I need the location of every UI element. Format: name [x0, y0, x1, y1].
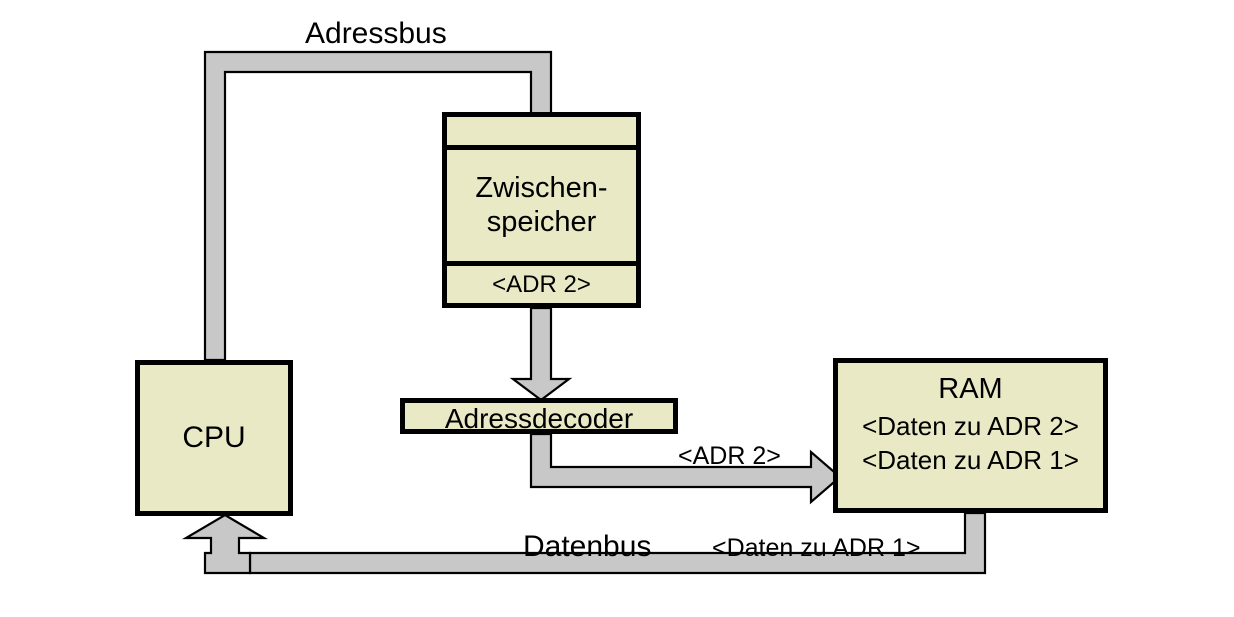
datenbus-arrowhead: [181, 513, 269, 575]
bus-label-adressbus: Adressbus: [305, 17, 447, 50]
node-zwischenspeicher-empty-row: [447, 117, 636, 150]
node-zwischenspeicher-value: <ADR 2>: [492, 270, 591, 298]
node-ram-row-0: <Daten zu ADR 2>: [862, 410, 1079, 441]
node-zwischenspeicher-label-line2: speicher: [486, 205, 597, 238]
node-ram-title: RAM: [938, 372, 1003, 405]
node-zwischenspeicher[interactable]: Zwischen- speicher <ADR 2>: [442, 112, 641, 308]
node-ram[interactable]: RAM <Daten zu ADR 2> <Daten zu ADR 1>: [833, 358, 1108, 513]
node-zwischenspeicher-label-line1: Zwischen-: [475, 171, 608, 204]
node-adressdecoder[interactable]: Adressdecoder: [400, 398, 678, 434]
node-adressdecoder-label: Adressdecoder: [444, 403, 634, 434]
node-zwischenspeicher-label: Zwischen- speicher: [447, 150, 636, 266]
zwischenspeicher-to-adressdecoder-arrow: [509, 306, 573, 402]
node-cpu-label: CPU: [182, 421, 246, 454]
node-cpu[interactable]: CPU: [135, 360, 293, 516]
node-ram-row-1: <Daten zu ADR 1>: [862, 444, 1079, 475]
bus-label-datenbus: Datenbus: [523, 530, 652, 563]
bus-label-daten-zu-adr1: <Daten zu ADR 1>: [712, 534, 921, 562]
bus-label-adr2-to-ram: <ADR 2>: [678, 442, 781, 470]
